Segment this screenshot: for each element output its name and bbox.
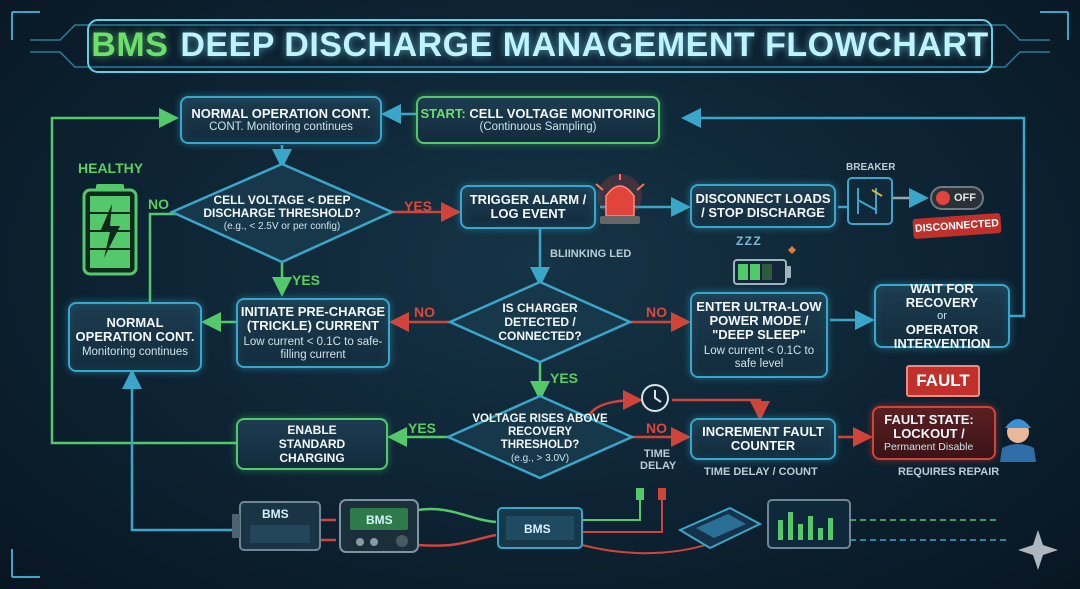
wire-5 xyxy=(582,498,641,521)
sleep-zzz: Z Z Z xyxy=(736,234,761,248)
precharge-title: INITIATE PRE-CHARGE (TRICKLE) CURRENT xyxy=(240,303,386,333)
wire-6 xyxy=(582,498,663,533)
fault-counter-title: INCREMENT FAULT COUNTER xyxy=(702,424,824,453)
enable-title: ENABLE STANDARD CHARGING xyxy=(278,423,346,465)
title-rest: DEEP DISCHARGE MANAGEMENT FLOWCHART xyxy=(180,25,989,64)
precharge-node: INITIATE PRE-CHARGE (TRICKLE) CURRENT Lo… xyxy=(236,298,390,368)
disconnect-loads-node: DISCONNECT LOADS / STOP DISCHARGE xyxy=(690,184,836,228)
arrow-wait-to-start xyxy=(681,108,1026,318)
start-sub: (Continuous Sampling) xyxy=(479,120,597,133)
off-label: OFF xyxy=(954,192,976,204)
decision-voltage-text: CELL VOLTAGE < DEEP DISCHARGE THRESHOLD?… xyxy=(186,186,378,240)
technician-icon xyxy=(1000,419,1036,462)
decision-voltage-title: CELL VOLTAGE < DEEP DISCHARGE THRESHOLD? xyxy=(203,192,361,220)
wait-or: or xyxy=(937,309,947,322)
fault-sign: FAULT xyxy=(906,365,980,397)
fault-state-node: FAULT STATE: LOCKOUT / Permanent Disable xyxy=(872,406,996,460)
normal-operation-top-node: NORMAL OPERATION CONT. CONT. Monitoring … xyxy=(180,96,382,144)
data-screen-icon xyxy=(767,499,851,549)
arrow-enable-to-normal-loop xyxy=(50,108,236,445)
arrow-time-to-counter xyxy=(672,398,770,421)
off-switch: OFF xyxy=(930,186,984,210)
decision-voltage-diamond xyxy=(168,162,396,264)
fault-state-sub: Permanent Disable xyxy=(884,440,974,453)
decision-recovery-title: VOLTAGE RISES ABOVE RECOVERY THRESHOLD? xyxy=(472,413,608,451)
bms-label-2: BMS xyxy=(366,513,393,527)
arrow-bottom-to-normal-left xyxy=(122,369,236,532)
disconnect-title: DISCONNECT LOADS / STOP DISCHARGE xyxy=(695,191,831,220)
decision-voltage-sub: (e.g., < 2.5V or per config) xyxy=(223,220,341,232)
decision-recovery-text: VOLTAGE RISES ABOVE RECOVERY THRESHOLD? … xyxy=(470,412,610,466)
normal-left-sub: Monitoring continues xyxy=(81,345,189,358)
wait-title: WAIT FOR RECOVERY xyxy=(905,280,979,310)
connector-plugs-icon xyxy=(636,488,666,500)
normal-operation-left-node: NORMAL OPERATION CONT. Monitoring contin… xyxy=(68,302,202,372)
trigger-alarm-node: TRIGGER ALARM / LOG EVENT xyxy=(460,185,596,229)
title-frame xyxy=(11,11,1069,578)
yes-recovery-label: YES xyxy=(550,370,579,386)
no-fault-label: NO xyxy=(646,420,667,436)
ultra-low-power-node: ENTER ULTRA-LOW POWER MODE / "DEEP SLEEP… xyxy=(690,292,828,378)
bms-label-3: BMS xyxy=(524,522,551,536)
fault-state-title: FAULT STATE: LOCKOUT / xyxy=(884,411,974,441)
no-ultralow-label: NO xyxy=(646,304,667,320)
battery-full-icon xyxy=(82,184,138,276)
arrow-no-healthy xyxy=(148,212,178,302)
ultralow-title: ENTER ULTRA-LOW POWER MODE / "DEEP SLEEP… xyxy=(696,298,822,342)
start-node: START: CELL VOLTAGE MONITORING (Continuo… xyxy=(416,96,660,144)
wait-title2: OPERATOR INTERVENTION xyxy=(893,321,991,351)
bms-module-3-icon: BMS xyxy=(497,507,583,549)
breaker-label: BREAKER xyxy=(846,162,896,173)
alarm-beacon-icon xyxy=(595,174,645,224)
circuit-board-icon xyxy=(677,506,763,550)
wait-recovery-node: WAIT FOR RECOVERY or OPERATOR INTERVENTI… xyxy=(874,280,1010,351)
start-title: CELL VOLTAGE MONITORING xyxy=(469,105,656,121)
time-delay-count-label: TIME DELAY / COUNT xyxy=(704,466,818,478)
ultralow-sub: Low current < 0.1C to safe level xyxy=(703,344,815,370)
wire-4 xyxy=(417,533,497,547)
decision-recovery-diamond xyxy=(444,394,636,480)
decision-charger-text: IS CHARGER DETECTED / CONNECTED? xyxy=(478,300,602,344)
wire-3 xyxy=(417,507,497,524)
yes-voltage-label: YES xyxy=(404,198,433,214)
decision-charger-title: IS CHARGER DETECTED / CONNECTED? xyxy=(498,301,582,343)
clock-icon xyxy=(641,384,669,412)
arrow-to-time-delay xyxy=(588,390,643,415)
decision-charger-diamond xyxy=(446,280,634,364)
precharge-sub: Low current < 0.1C to safe-filling curre… xyxy=(243,335,383,361)
blinking-led-label: BLIINKING LED xyxy=(550,248,632,260)
sparkle-icon xyxy=(1018,530,1058,570)
decision-recovery-sub: (e.g., > 3.0V) xyxy=(510,453,570,464)
bms-module-2-icon: BMS xyxy=(339,499,419,553)
bms-label-1: BMS xyxy=(262,507,289,521)
breaker-icon xyxy=(847,177,893,225)
time-delay-label: TIME DELAY xyxy=(640,448,677,472)
alarm-title: TRIGGER ALARM / LOG EVENT xyxy=(469,192,587,221)
healthy-label: HEALTHY xyxy=(78,160,144,176)
no-healthy-label: NO xyxy=(148,196,169,212)
page-title: BMS DEEP DISCHARGE MANAGEMENT FLOWCHART xyxy=(90,20,990,70)
normal-left-title: NORMAL OPERATION CONT. xyxy=(75,314,195,344)
yes-precharge-label: YES xyxy=(292,272,321,288)
normal-top-sub: CONT. Monitoring continues xyxy=(209,120,353,133)
bms-module-1-icon: BMS xyxy=(232,501,321,551)
normal-top-title: NORMAL OPERATION CONT. xyxy=(191,105,371,121)
title-highlight: BMS xyxy=(91,25,169,64)
enable-charging-node: ENABLE STANDARD CHARGING xyxy=(236,418,388,470)
no-precharge-label: NO xyxy=(414,304,435,320)
requires-repair-label: REQUIRES REPAIR xyxy=(898,466,1000,478)
start-prefix: START: xyxy=(420,105,466,121)
fault-counter-node: INCREMENT FAULT COUNTER xyxy=(690,418,836,460)
battery-low-icon xyxy=(733,246,796,285)
yes-enable-label: YES xyxy=(408,420,437,436)
